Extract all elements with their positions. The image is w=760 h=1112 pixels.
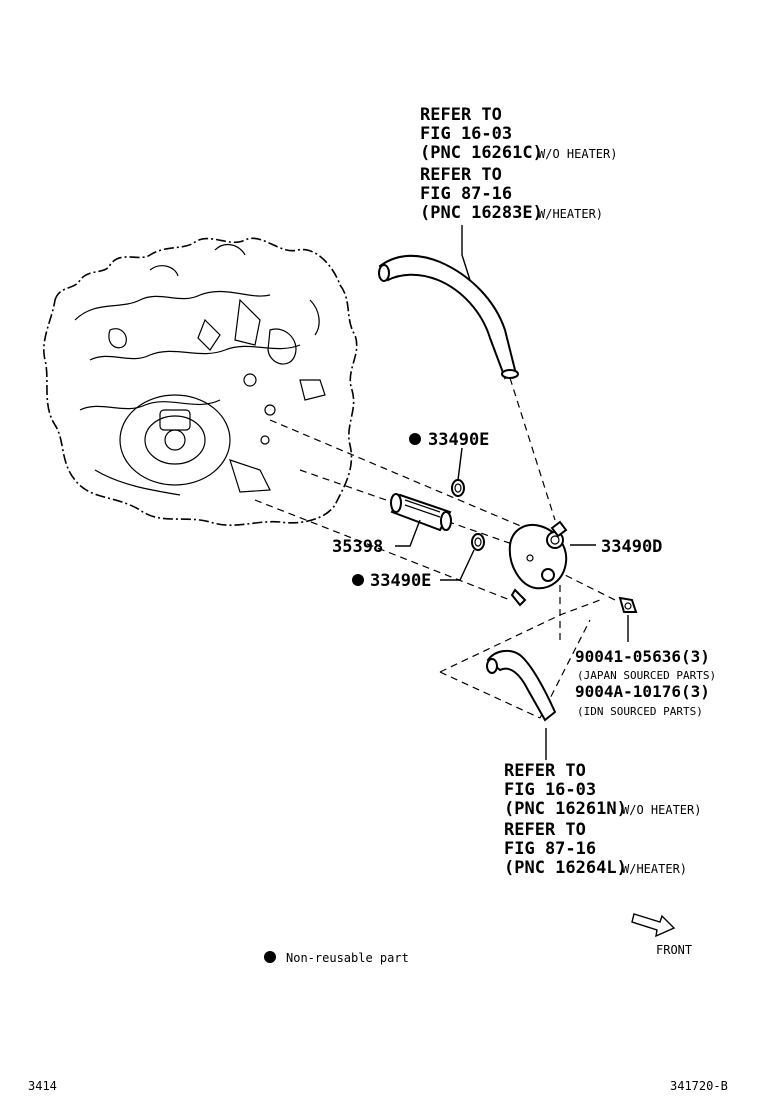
upper-callout-line6-note: W/HEATER) bbox=[538, 207, 603, 221]
lower-callout-line4: REFER TO bbox=[504, 820, 586, 840]
part-label-bolt-idn: 9004A-10176(3) bbox=[575, 682, 710, 701]
figure-id: 341720-B bbox=[670, 1079, 728, 1093]
part-label-bolt-japan-note: (JAPAN SOURCED PARTS) bbox=[577, 669, 716, 682]
front-direction: FRONT bbox=[631, 913, 692, 957]
lower-callout-line5: FIG 87-16 bbox=[504, 839, 596, 859]
lower-callout-line3-note: W/O HEATER) bbox=[622, 803, 701, 817]
part-label-pipe: 35398 bbox=[332, 537, 383, 557]
oring-lower bbox=[471, 533, 485, 551]
upper-hose-callout: REFER TO FIG 16-03 (PNC 16261C) W/O HEAT… bbox=[420, 105, 617, 223]
front-arrow-icon bbox=[631, 913, 676, 938]
lower-callout-line6-note: W/HEATER) bbox=[622, 862, 687, 876]
part-label-oring-lower: 33490E bbox=[370, 571, 431, 591]
upper-callout-line2: FIG 16-03 bbox=[420, 124, 512, 144]
lower-callout-line3: (PNC 16261N) bbox=[504, 799, 627, 819]
part-labels: 33490E 35398 33490E 33490D 90041-05636(3… bbox=[332, 430, 716, 718]
oring-upper bbox=[451, 479, 465, 497]
front-label: FRONT bbox=[656, 943, 692, 957]
upper-callout-line1: REFER TO bbox=[420, 105, 502, 125]
upper-callout-line5: FIG 87-16 bbox=[420, 184, 512, 204]
lower-hose-callout: REFER TO FIG 16-03 (PNC 16261N) W/O HEAT… bbox=[504, 761, 701, 878]
non-reusable-marker-lower bbox=[352, 574, 364, 586]
part-label-bolt-idn-note: (IDN SOURCED PARTS) bbox=[577, 705, 703, 718]
part-label-bolt-japan: 90041-05636(3) bbox=[575, 647, 710, 666]
lower-hose bbox=[486, 649, 557, 722]
upper-hose bbox=[378, 254, 519, 380]
lower-callout-line6: (PNC 16264L) bbox=[504, 858, 627, 878]
leader-lines bbox=[395, 225, 629, 760]
upper-callout-line3-note: W/O HEATER) bbox=[538, 147, 617, 161]
oil-cooler-33490D bbox=[508, 520, 568, 607]
upper-callout-line4: REFER TO bbox=[420, 165, 502, 185]
transaxle-assembly bbox=[43, 237, 358, 526]
pipe-35398 bbox=[390, 493, 452, 532]
part-label-oring-upper: 33490E bbox=[428, 430, 489, 450]
bolt bbox=[618, 596, 638, 613]
lower-callout-line2: FIG 16-03 bbox=[504, 780, 596, 800]
non-reusable-legend-icon bbox=[264, 951, 276, 963]
part-label-cooler: 33490D bbox=[601, 537, 662, 557]
upper-callout-line3: (PNC 16261C) bbox=[420, 143, 543, 163]
non-reusable-marker-upper bbox=[409, 433, 421, 445]
legend-non-reusable: Non-reusable part bbox=[286, 951, 409, 965]
lower-callout-line1: REFER TO bbox=[504, 761, 586, 781]
page-id: 3414 bbox=[28, 1079, 57, 1093]
legend: Non-reusable part bbox=[264, 951, 409, 965]
upper-callout-line6: (PNC 16283E) bbox=[420, 203, 543, 223]
